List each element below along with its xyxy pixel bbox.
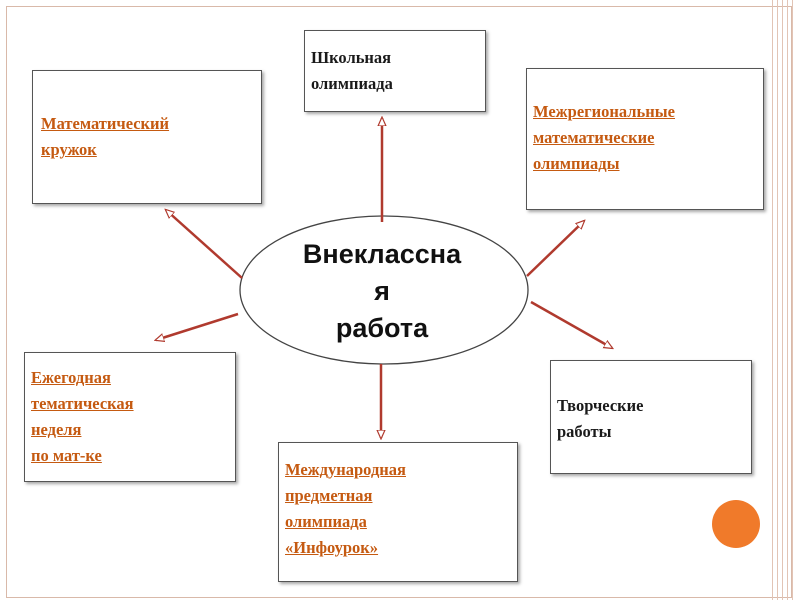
arrow-to-annual-week <box>156 312 239 340</box>
international-link[interactable]: Международная предметная олимпиада «Инфо… <box>285 460 406 557</box>
slide-frame <box>6 6 792 598</box>
box-creative-works: Творческие работы <box>550 360 752 474</box>
center-title: Внеклассна я работа <box>232 236 532 347</box>
box-math-circle: Математический кружок <box>32 70 262 204</box>
interregional-link[interactable]: Межрегиональные математические олимпиады <box>533 102 675 173</box>
annual-week-link[interactable]: Ежегодная тематическая неделя по мат-ке <box>31 368 134 465</box>
box-interregional: Межрегиональные математические олимпиады <box>526 68 764 210</box>
box-annual-week: Ежегодная тематическая неделя по мат-ке <box>24 352 236 482</box>
box-school-olympiad: Школьная олимпиада <box>304 30 486 112</box>
box-international: Международная предметная олимпиада «Инфо… <box>278 442 518 582</box>
center-ellipse <box>239 215 529 365</box>
decorative-stripes <box>768 0 800 600</box>
school-olympiad-label: Школьная олимпиада <box>311 48 393 93</box>
center-title-line3: работа <box>335 313 429 343</box>
center-title-line2: я <box>374 276 390 306</box>
math-circle-link[interactable]: Математический кружок <box>41 114 170 159</box>
arrow-to-creative-works <box>530 300 612 348</box>
creative-works-label: Творческие работы <box>557 396 644 441</box>
center-title-line1: Внеклассна <box>302 239 462 269</box>
arrow-to-math-circle <box>166 210 243 279</box>
arrow-to-interregional <box>526 221 584 277</box>
accent-circle <box>712 500 760 548</box>
